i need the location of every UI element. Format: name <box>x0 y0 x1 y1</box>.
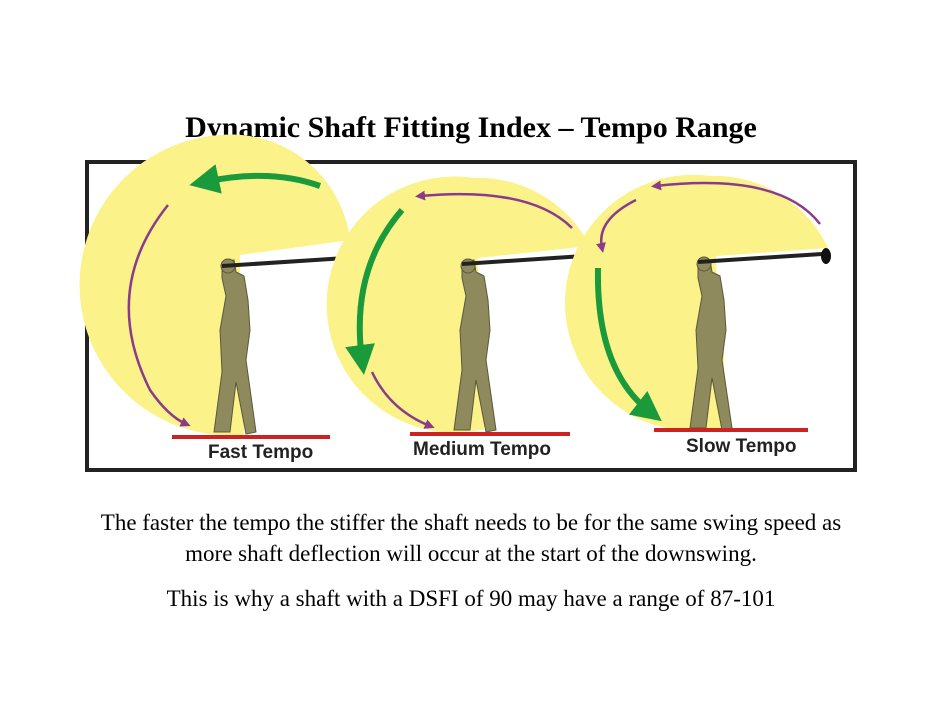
caption-explanation: The faster the tempo the stiffer the sha… <box>100 510 842 566</box>
caption-dsfi-range: This is why a shaft with a DSFI of 90 ma… <box>166 586 776 611</box>
swing-arc-fill <box>79 134 350 436</box>
backswing-arrow-icon <box>127 204 191 427</box>
golfer-head-icon <box>460 258 476 274</box>
club-shaft <box>697 252 823 264</box>
downswing-arrow-icon <box>345 208 405 375</box>
golfer-icon <box>213 259 257 435</box>
medium-tempo-label: Medium Tempo <box>413 439 551 460</box>
swing-arc-fill <box>565 174 828 431</box>
backswing-top-arrow-icon <box>651 180 821 225</box>
club-head-icon <box>821 248 831 264</box>
page-title: Dynamic Shaft Fitting Index – Tempo Rang… <box>185 111 757 144</box>
swing-arc-fill <box>326 176 590 433</box>
backswing-top-arrow-icon <box>415 190 573 229</box>
backswing-arrow-icon <box>370 371 435 429</box>
slow-tempo-label: Slow Tempo <box>686 436 796 457</box>
backswing-left-arrow-icon <box>596 198 637 253</box>
downswing-arrow-icon <box>189 164 322 194</box>
golfer-head-icon <box>696 256 712 272</box>
club-shaft <box>221 256 347 268</box>
downswing-arrow-icon <box>594 267 662 422</box>
slow-tempo-panel: Slow Tempo <box>565 174 831 457</box>
fast-tempo-panel: Fast Tempo <box>79 134 353 463</box>
club-shaft <box>461 254 585 266</box>
medium-tempo-panel: Medium Tempo <box>326 176 591 460</box>
fast-tempo-label: Fast Tempo <box>208 442 313 463</box>
